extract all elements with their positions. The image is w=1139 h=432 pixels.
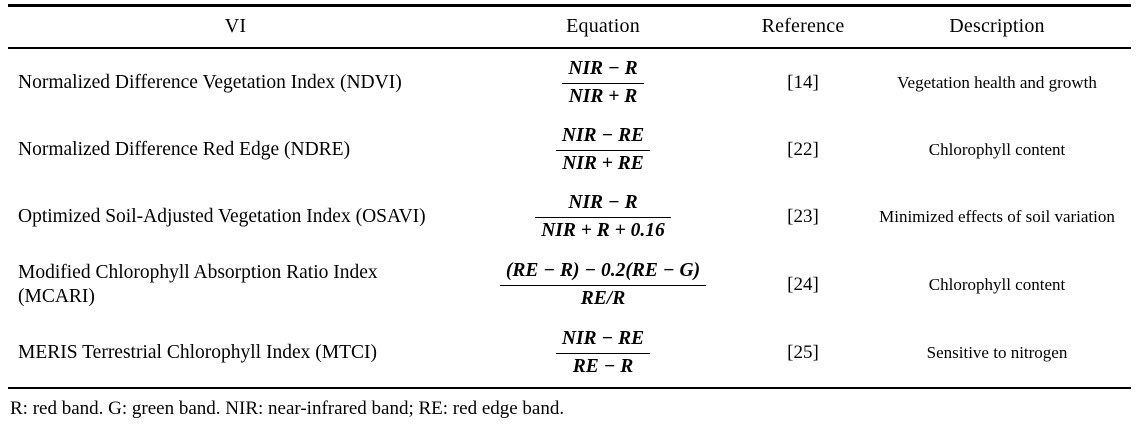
cell-description: Sensitive to nitrogen xyxy=(926,342,1068,362)
table-row: Normalized Difference Red Edge (NDRE) NI… xyxy=(8,117,1131,183)
table-footnote: R: red band. G: green band. NIR: near-in… xyxy=(10,398,565,419)
cell-reference: [23] xyxy=(787,206,819,227)
table-body: Normalized Difference Vegetation Index (… xyxy=(8,49,1131,387)
cell-vi-name: Normalized Difference Red Edge (NDRE) xyxy=(18,138,351,160)
fraction: NIR − R NIR + R + 0.16 xyxy=(535,191,671,244)
cell-description: Minimized effects of soil variation xyxy=(879,206,1115,226)
cell-vi-name: Normalized Difference Vegetation Index (… xyxy=(18,71,402,93)
column-header-vi: VI xyxy=(224,15,247,37)
cell-reference: [22] xyxy=(787,139,819,160)
table-top-rule xyxy=(8,4,1131,7)
caption-remnant xyxy=(0,4,1139,8)
fraction: NIR − RE RE − R xyxy=(555,327,651,380)
fraction-numerator: (RE − R) − 0.2(RE − G) xyxy=(505,259,701,281)
fraction-denominator: RE − R xyxy=(555,352,651,380)
cell-vi-name: Modified Chlorophyll Absorption Ratio In… xyxy=(18,261,378,307)
fraction-numerator: NIR − RE xyxy=(561,124,645,146)
cell-reference: [14] xyxy=(787,72,819,93)
cell-equation: NIR − R NIR + R xyxy=(463,49,743,117)
cell-reference: [25] xyxy=(787,342,819,363)
cell-reference: [24] xyxy=(787,274,819,295)
fraction: NIR − R NIR + R xyxy=(562,57,644,110)
cell-vi-name: MERIS Terrestrial Chlorophyll Index (MTC… xyxy=(18,341,377,363)
fraction: NIR − RE NIR + RE xyxy=(555,124,651,177)
fraction-denominator: RE/R xyxy=(499,284,707,312)
fraction-denominator: NIR + RE xyxy=(555,149,651,177)
table-row: Optimized Soil-Adjusted Vegetation Index… xyxy=(8,183,1131,251)
table-row: Normalized Difference Vegetation Index (… xyxy=(8,49,1131,117)
table-header: VI Equation Reference Description xyxy=(8,7,1131,47)
cell-description: Chlorophyll content xyxy=(928,139,1066,159)
column-header-reference: Reference xyxy=(761,15,845,37)
table-header-rule xyxy=(8,47,1131,49)
table-bottom-rule xyxy=(8,387,1131,389)
fraction-denominator: NIR + R xyxy=(562,82,644,110)
vegetation-index-table-body: Normalized Difference Vegetation Index (… xyxy=(8,49,1131,387)
fraction: (RE − R) − 0.2(RE − G) RE/R xyxy=(499,259,707,312)
table-row: MERIS Terrestrial Chlorophyll Index (MTC… xyxy=(8,319,1131,387)
cell-description: Chlorophyll content xyxy=(928,274,1066,294)
cell-equation: NIR − RE RE − R xyxy=(463,319,743,387)
fraction-numerator: NIR − RE xyxy=(561,327,645,349)
cell-equation: NIR − RE NIR + RE xyxy=(463,117,743,183)
vegetation-index-table-figure: VI Equation Reference Description Normal… xyxy=(0,4,1139,432)
header-row: VI Equation Reference Description xyxy=(8,7,1131,47)
fraction-numerator: NIR − R xyxy=(568,57,638,79)
cell-equation: NIR − R NIR + R + 0.16 xyxy=(463,183,743,251)
fraction-denominator: NIR + R + 0.16 xyxy=(535,216,671,244)
fraction-numerator: NIR − R xyxy=(568,191,638,213)
cell-description: Vegetation health and growth xyxy=(897,72,1097,92)
column-header-description: Description xyxy=(949,15,1045,37)
table-row: Modified Chlorophyll Absorption Ratio In… xyxy=(8,251,1131,319)
column-header-equation: Equation xyxy=(566,15,640,37)
cell-equation: (RE − R) − 0.2(RE − G) RE/R xyxy=(463,251,743,319)
vegetation-index-table: VI Equation Reference Description xyxy=(8,7,1131,47)
cell-vi-name: Optimized Soil-Adjusted Vegetation Index… xyxy=(18,205,426,227)
